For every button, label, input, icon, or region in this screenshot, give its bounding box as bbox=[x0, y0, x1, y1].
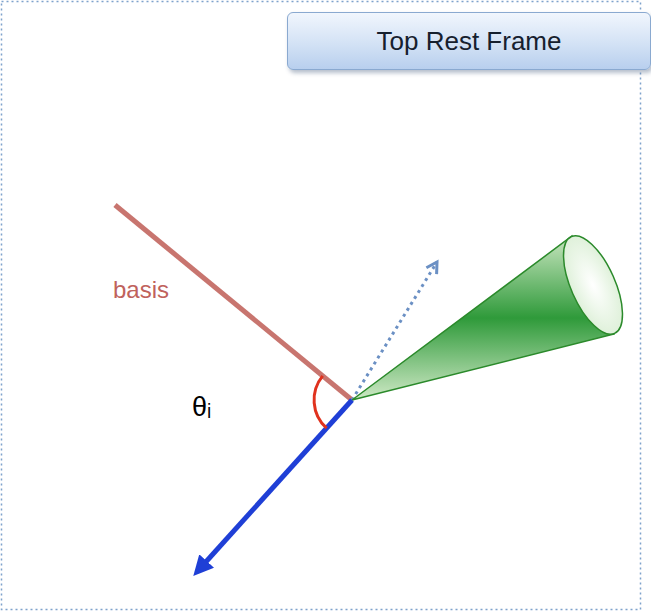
angle-label: θᵢ bbox=[192, 392, 211, 423]
frame-border bbox=[2, 2, 641, 610]
box-title: Top Rest Frame bbox=[377, 26, 562, 57]
title-box: Top Rest Frame bbox=[287, 12, 651, 70]
blue-arrow bbox=[204, 400, 352, 564]
part-label: basis bbox=[113, 276, 169, 304]
jet-cone bbox=[352, 228, 635, 400]
angle-arc bbox=[314, 376, 327, 428]
